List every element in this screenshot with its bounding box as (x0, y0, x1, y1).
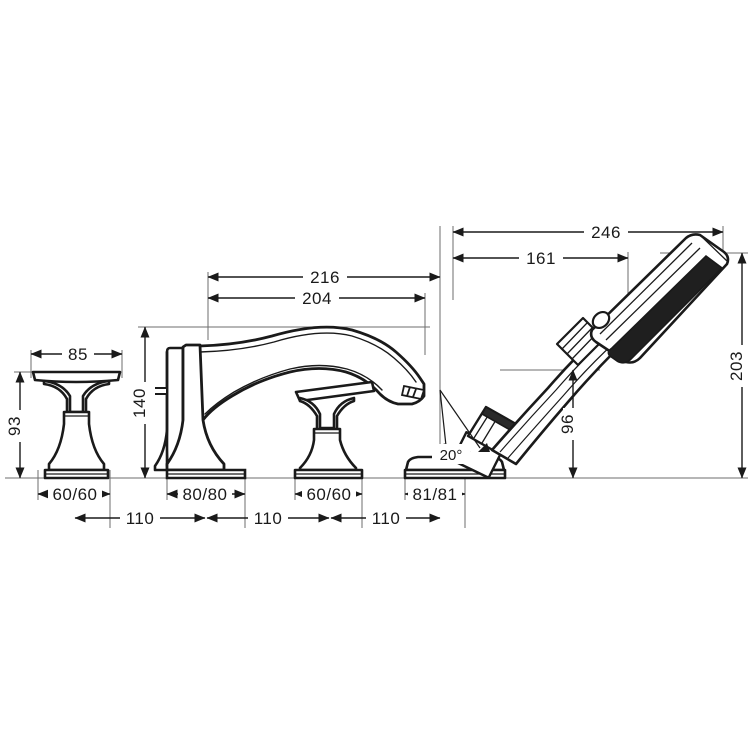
spout-inner-lines (199, 332, 417, 415)
dim-161-label: 161 (526, 249, 556, 268)
handle-neck (42, 379, 111, 415)
dim-93: 93 (5, 371, 30, 479)
spout-escutcheon-solid (165, 343, 226, 472)
dim-85: 85 (30, 344, 123, 364)
base-dim-2: 80/80 (166, 484, 246, 504)
lever-neck (298, 396, 356, 432)
dim-96-label: 96 (558, 414, 577, 434)
spout-body (181, 325, 426, 422)
spacing-2: 110 (206, 508, 330, 528)
dim-96: 96 (558, 369, 583, 479)
head-hook-loop (591, 310, 611, 330)
dim-204-label: 204 (302, 289, 332, 308)
dim-216: 216 (207, 267, 441, 287)
dim-203-label: 203 (727, 351, 746, 381)
dim-204: 204 (207, 288, 426, 308)
handle-top-plate (31, 370, 122, 384)
spacing-3: 110 (330, 508, 441, 528)
lever-detail-lines (295, 432, 362, 475)
spacing-3-label: 110 (372, 509, 401, 528)
base-dim-2-label: 80/80 (182, 485, 227, 504)
dim-85-label: 85 (68, 345, 88, 364)
lever-arm (294, 380, 376, 403)
spout-outlet-aerator (400, 384, 426, 401)
angle-20-label: 20° (440, 447, 463, 464)
base-dim-1-label: 60/60 (52, 485, 97, 504)
base-dims-row: 60/60 80/80 60/60 81/81 (37, 484, 466, 504)
spacing-chain-row: 110 110 110 (74, 508, 441, 528)
dim-161: 161 (452, 248, 629, 268)
head-spray-face (607, 254, 724, 364)
dim-140-label: 140 (130, 388, 149, 418)
dim-246-label: 246 (591, 223, 621, 242)
dim-216-label: 216 (310, 268, 340, 287)
dim-203: 203 (727, 252, 750, 479)
lever-handle (293, 380, 376, 480)
dim-246: 246 (452, 222, 724, 242)
base-dim-3-label: 60/60 (306, 485, 351, 504)
dim-140: 140 (130, 326, 155, 479)
head-detail-lines (599, 234, 728, 341)
handshower (451, 233, 730, 479)
base-dim-4-label: 81/81 (412, 485, 457, 504)
spacing-1: 110 (74, 508, 206, 528)
base-dim-1: 60/60 (37, 484, 111, 504)
base-dim-4: 81/81 (404, 484, 466, 504)
angle-20: 20° (432, 444, 470, 464)
base-dim-3: 60/60 (294, 484, 363, 504)
spacing-1-label: 110 (126, 509, 155, 528)
handle-detail-lines (45, 415, 108, 475)
separate-cross-handle (31, 370, 122, 480)
dim-93-label: 93 (5, 416, 24, 436)
spout-outer-profile (181, 325, 426, 422)
spacing-2-label: 110 (254, 509, 283, 528)
